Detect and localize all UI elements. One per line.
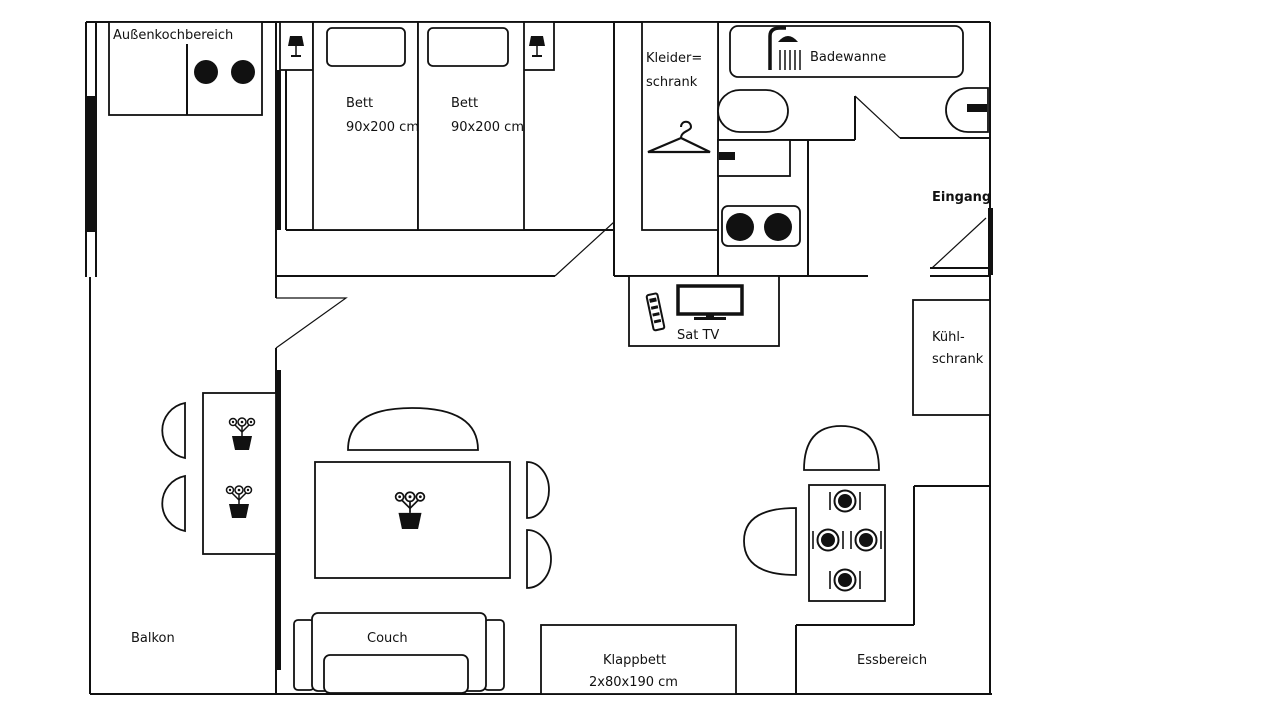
balcony: Balkon [131,392,277,646]
bedroom: Bett 90x200 cm Bett 90x200 cm [279,21,555,231]
wardrobe-label-line2: schrank [646,75,698,90]
living-chair [526,461,550,519]
couch: Couch [293,612,505,694]
wardrobe: Kleider= schrank [641,21,719,231]
fridge: Kühl- schrank [912,299,991,416]
outdoor-kitchen-label: Außenkochbereich [113,28,233,43]
dining-chair [743,507,797,576]
living-bench [347,407,479,451]
tv-icon [676,284,744,320]
living-area [314,407,552,589]
dining-label: Essbereich [857,653,927,668]
bed-2-size: 90x200 cm [451,120,524,135]
balcony-chair [161,401,186,460]
kitchenette [717,89,801,247]
fold-bed: Klappbett 2x80x190 cm [540,624,737,695]
outdoor-kitchen: Außenkochbereich [108,21,263,116]
bed-1-label: Bett [346,96,373,111]
bed-1-size: 90x200 cm [346,120,419,135]
dining-area: Essbereich [743,425,927,668]
bathtub-label: Badewanne [810,50,886,65]
balcony-chair [161,474,186,533]
dining-chair [803,425,880,471]
couch-label: Couch [367,631,408,646]
door-swings [275,95,987,349]
wardrobe-label-line1: Kleider= [646,51,702,66]
balcony-label: Balkon [131,631,175,646]
tv-label: Sat TV [677,328,719,343]
entrance-label: Eingang [932,190,991,205]
tv-unit: Sat TV [628,275,780,347]
balcony-table [202,392,277,555]
fridge-label-line2: schrank [932,352,984,367]
hotplate-icon [726,213,792,241]
foldbed-size: 2x80x190 cm [589,675,678,690]
shower-icon [768,26,801,70]
hanger-icon [647,120,711,154]
foldbed-label: Klappbett [603,653,666,668]
living-chair [526,529,552,589]
fridge-label-line1: Kühl- [932,330,965,345]
bed-2-label: Bett [451,96,478,111]
bathroom: Badewanne [729,25,989,133]
remote-icon [645,292,666,332]
